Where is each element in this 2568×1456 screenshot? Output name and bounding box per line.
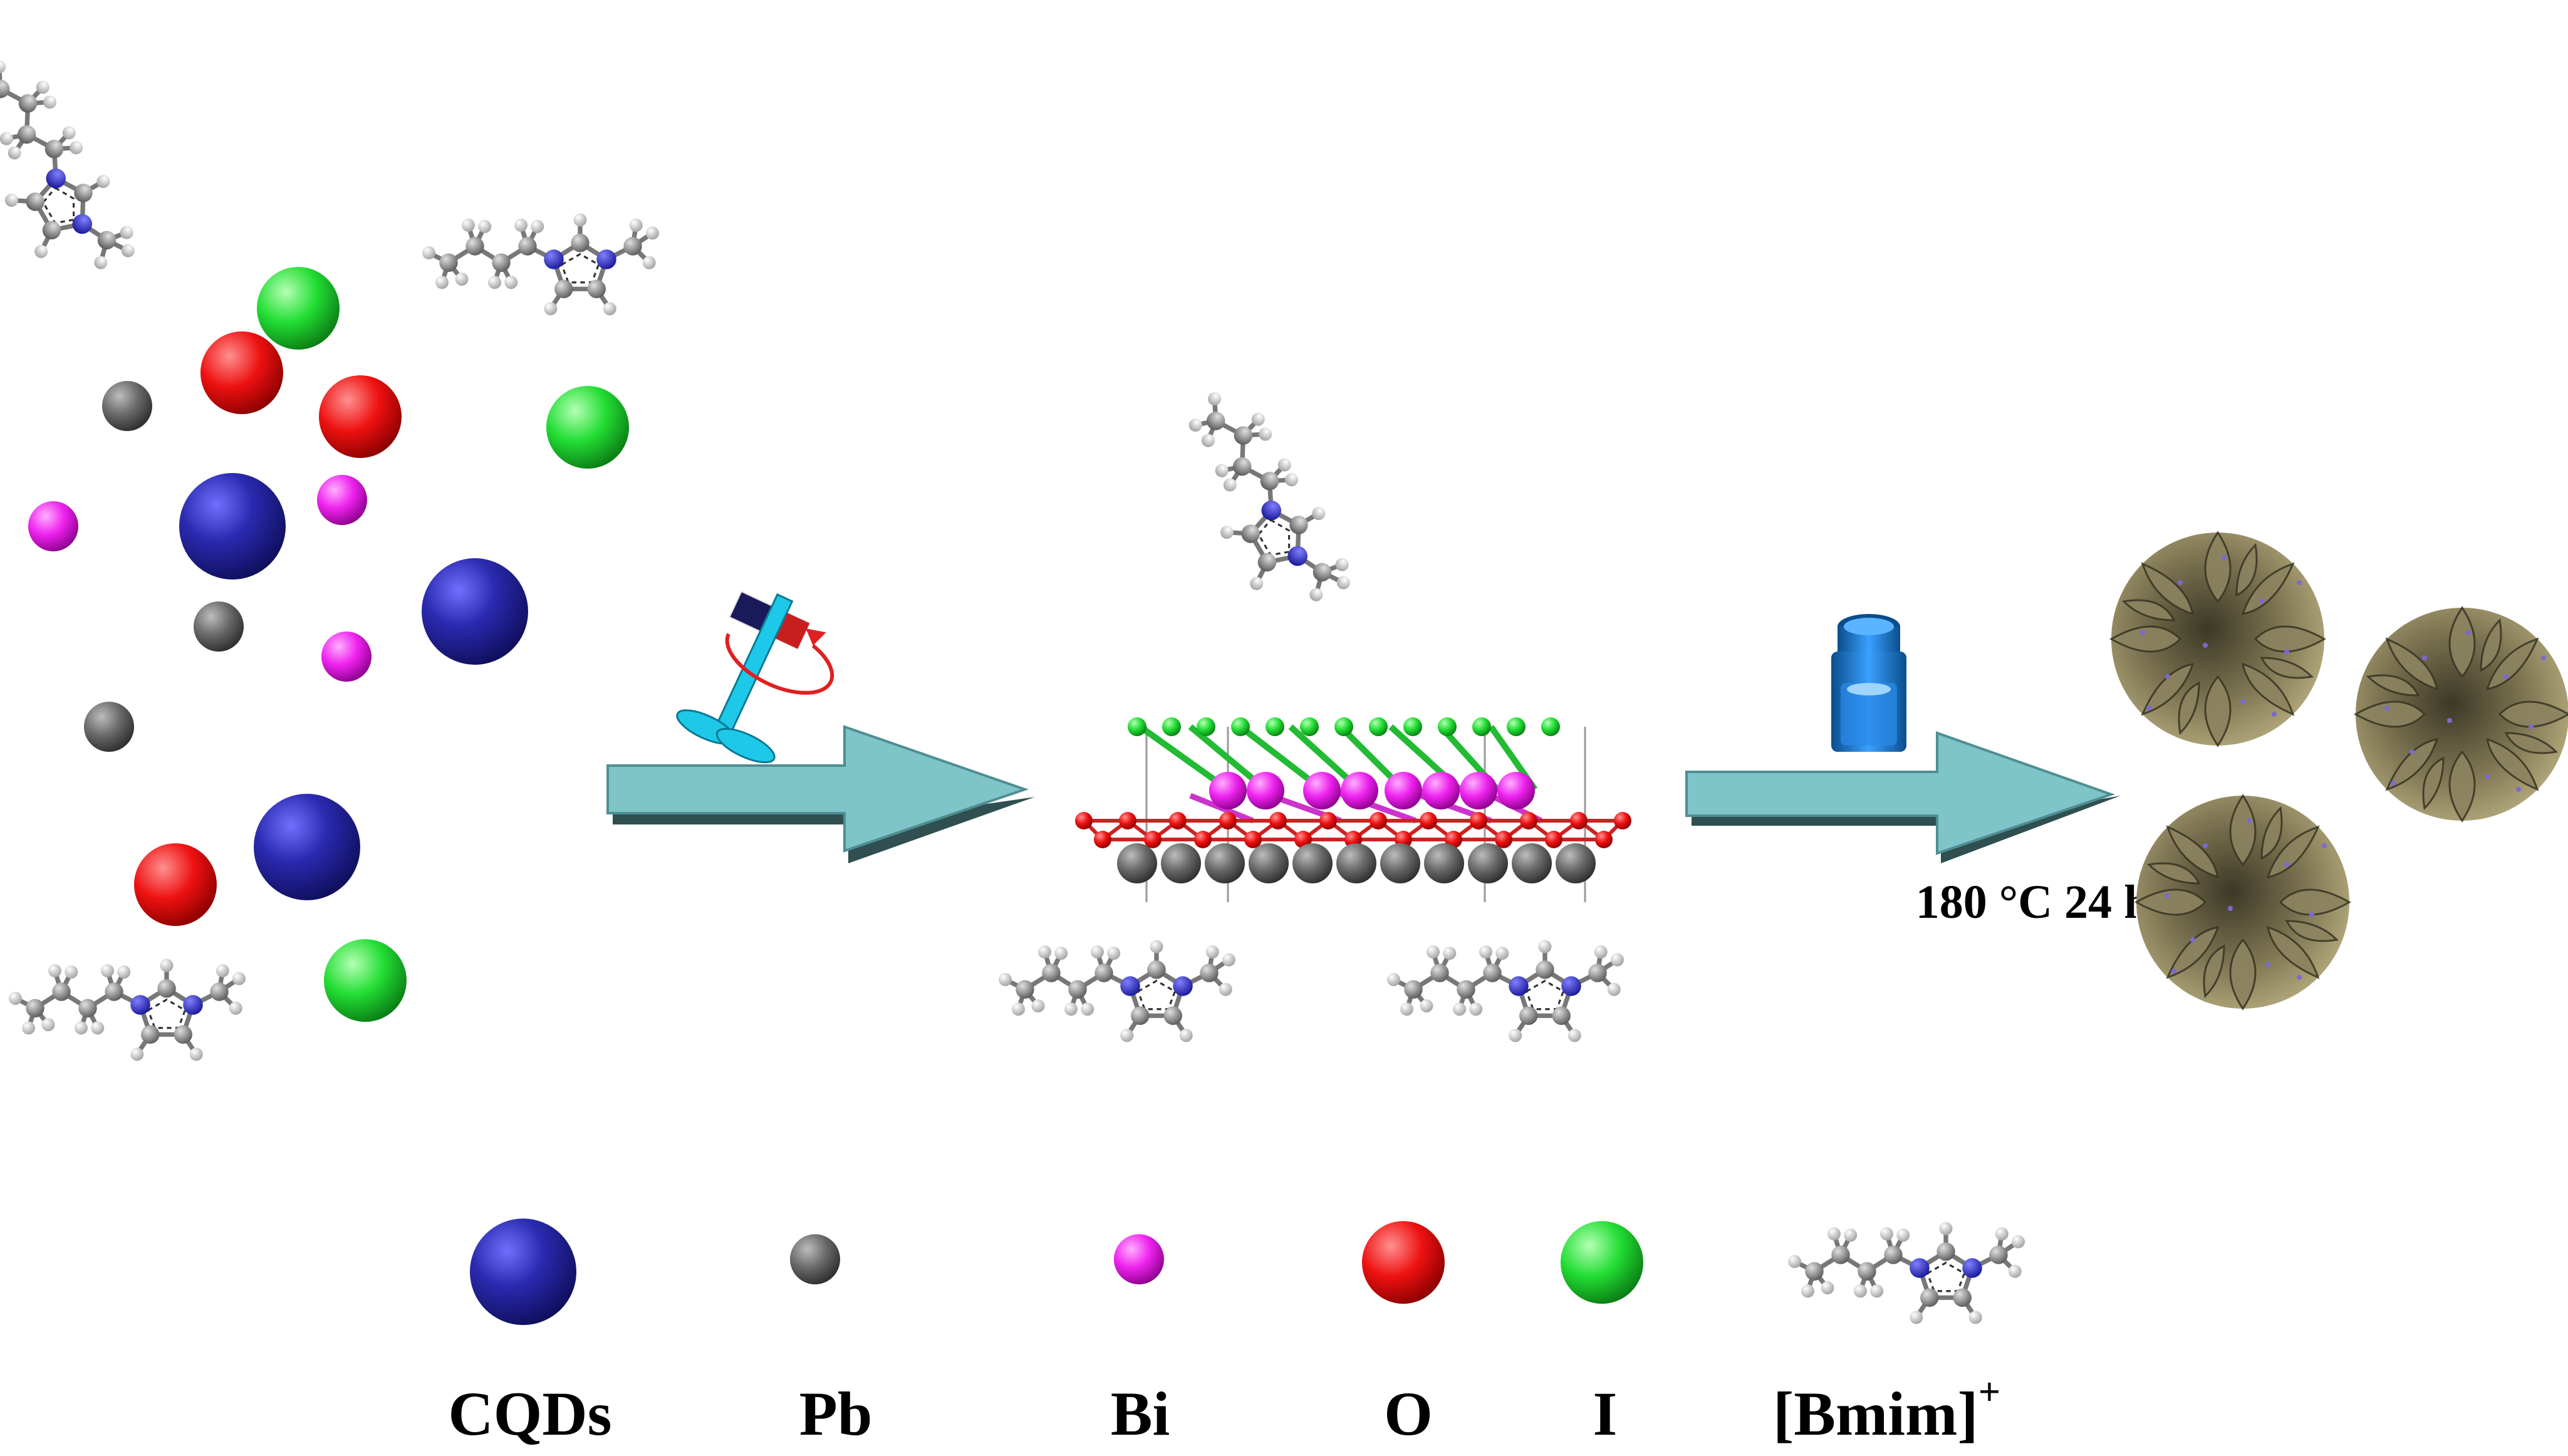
- flower-microsphere: [2110, 531, 2326, 747]
- legend-label-bmim-text: [Bmim]: [1773, 1379, 1978, 1448]
- layered-intermediate-structure: [999, 373, 1631, 1042]
- legend-swatch-bi: [1114, 1234, 1164, 1284]
- product-microspheres: [2110, 531, 2568, 1010]
- magnetic-stirrer-icon: [676, 590, 834, 764]
- bmim-cation-molecule: [999, 940, 1235, 1043]
- lead-atom: [102, 381, 152, 431]
- bmim-cation-molecule: [1387, 940, 1624, 1043]
- precursor-mixture: [0, 41, 659, 1061]
- iodine-atom: [324, 939, 407, 1022]
- carbon-quantum-dot: [254, 794, 360, 900]
- bismuth-atom: [321, 632, 372, 682]
- reaction-arrow-1: [606, 725, 1035, 863]
- legend-swatch-i: [1561, 1221, 1643, 1304]
- legend-swatch-cqd: [470, 1219, 576, 1325]
- iodine-atom: [546, 386, 629, 469]
- bmim-cation-molecule: [422, 214, 659, 316]
- lead-atom: [194, 601, 244, 652]
- legend-label-i: I: [1593, 1379, 1618, 1448]
- autoclave-icon: [1831, 614, 1906, 752]
- iodine-atom: [257, 267, 340, 350]
- flower-microsphere: [2354, 606, 2568, 822]
- flower-microsphere: [2135, 794, 2351, 1010]
- bismuth-atom: [28, 501, 78, 551]
- carbon-quantum-dot: [179, 473, 286, 580]
- bmim-cation-molecule: [0, 41, 148, 298]
- legend: CQDs Pb Bi O I [Bmim]+: [448, 1219, 2025, 1448]
- carbon-quantum-dot: [422, 558, 528, 665]
- legend-label-bmim: [Bmim]+: [1773, 1371, 2000, 1448]
- bmim-cation-molecule: [9, 959, 246, 1061]
- legend-label-o: O: [1384, 1379, 1433, 1448]
- legend-label-cqd: CQDs: [448, 1379, 611, 1448]
- reaction-conditions-label: 180 °C 24 h: [1916, 876, 2151, 928]
- legend-swatch-o: [1362, 1221, 1445, 1304]
- lead-atom: [84, 702, 134, 752]
- oxygen-atom: [200, 331, 283, 414]
- legend-label-bmim-charge: +: [1978, 1371, 2000, 1413]
- oxygen-atom: [134, 843, 217, 926]
- oxygen-atom: [319, 375, 402, 458]
- bismuth-atom: [317, 475, 367, 525]
- bmim-cation-molecule: [1157, 373, 1364, 630]
- legend-label-bi: Bi: [1111, 1379, 1170, 1448]
- legend-label-pb: Pb: [799, 1379, 873, 1448]
- legend-swatch-pb: [790, 1234, 840, 1284]
- reaction-arrow-2: [1685, 731, 2121, 863]
- legend-swatch-bmim: [1788, 1222, 2025, 1324]
